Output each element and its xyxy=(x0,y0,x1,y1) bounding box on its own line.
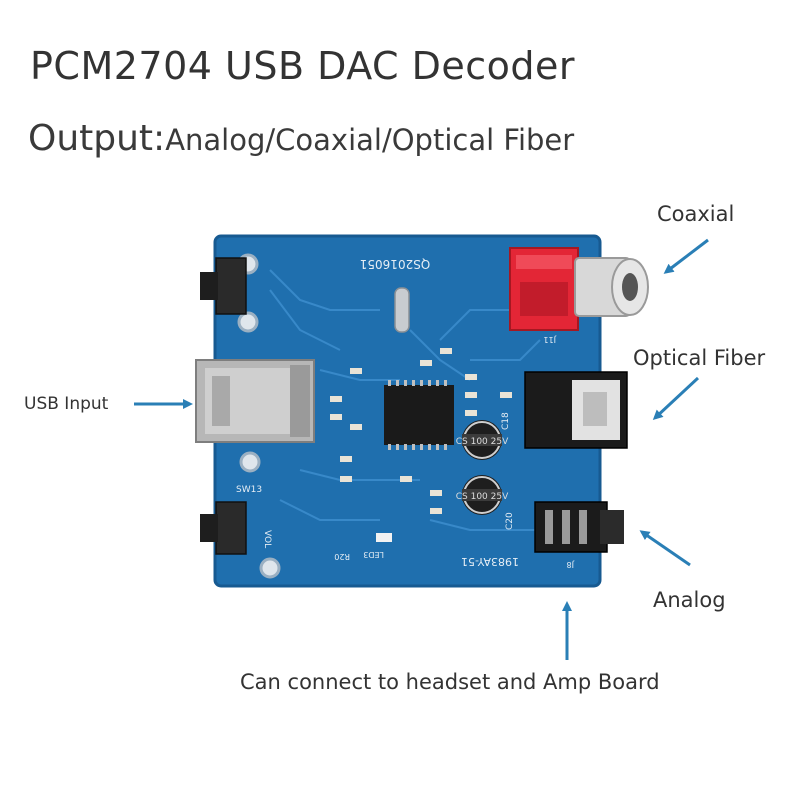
usb-input-label: USB Input xyxy=(24,394,109,414)
c20-label: C20 xyxy=(505,512,515,530)
output-types: Analog/Coaxial/Optical Fiber xyxy=(165,123,575,157)
vol-label: VOL xyxy=(262,530,272,548)
led-indicator xyxy=(376,533,392,542)
capacitor-c1 xyxy=(462,420,502,460)
j11-label: J11 xyxy=(543,335,557,344)
side-button-top xyxy=(200,257,247,315)
connect-note: Can connect to headset and Amp Board xyxy=(240,670,660,694)
capacitor-text: CS 100 25V xyxy=(456,437,509,447)
analog-label: Analog xyxy=(653,588,726,612)
output-prefix: Output: xyxy=(28,118,166,159)
smd-components xyxy=(330,348,512,514)
pcm2704-chip xyxy=(384,385,454,445)
capacitor-text: CS 100 25V xyxy=(456,492,509,502)
optical-fiber-label: Optical Fiber xyxy=(633,346,766,370)
rca-coaxial-jack xyxy=(509,247,649,331)
analog-audio-jack xyxy=(534,501,624,553)
capacitor-c2 xyxy=(462,475,502,515)
crystal-oscillator xyxy=(394,287,410,333)
board-model: 1983AY-51 xyxy=(461,555,519,568)
j8-label: J8 xyxy=(567,560,575,569)
board-code: QS2016051 xyxy=(360,257,431,271)
mount-hole xyxy=(237,311,259,333)
c18-label: C18 xyxy=(501,412,511,430)
led-label: LED3 xyxy=(363,550,384,559)
mount-hole xyxy=(239,451,261,473)
r20-label: R20 xyxy=(334,552,350,561)
usb-b-connector xyxy=(195,359,315,443)
output-subtitle: Output:Analog/Coaxial/Optical Fiber xyxy=(28,118,574,159)
mount-hole xyxy=(259,557,281,579)
switch-label: SW13 xyxy=(236,485,262,495)
coaxial-label: Coaxial xyxy=(657,202,735,226)
optical-toslink-jack xyxy=(524,371,628,449)
page-title: PCM2704 USB DAC Decoder xyxy=(30,44,576,88)
side-button-bottom xyxy=(200,501,247,555)
